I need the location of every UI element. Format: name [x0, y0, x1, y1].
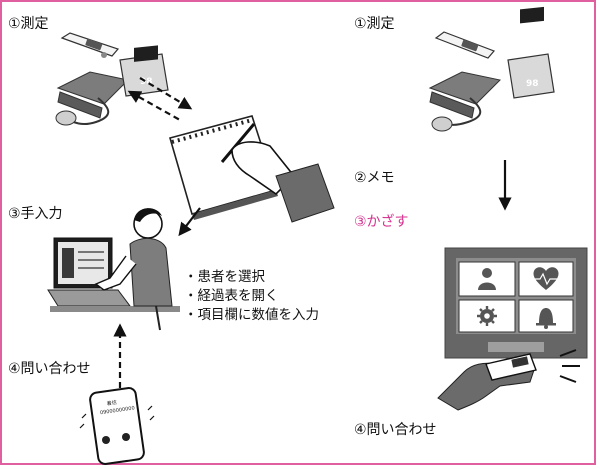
monitor-reading: 98	[140, 77, 153, 87]
blood-pressure-monitor-icon: 98	[55, 45, 169, 126]
left-step-manual-entry-label: ③手入力	[8, 206, 63, 222]
phone-caller: 着信	[106, 399, 117, 407]
thermometer-icon	[434, 31, 496, 59]
nurse-at-laptop-icon	[47, 208, 180, 331]
bullet-enter-values: ・項目欄に数値を入力	[184, 307, 319, 323]
bullet-select-patient: ・患者を選択	[184, 269, 265, 285]
bell-icon	[536, 308, 556, 329]
person-icon	[478, 268, 496, 290]
hand-holding-thermometer-icon	[437, 349, 580, 411]
right-step-memo-label: ②メモ	[354, 170, 395, 186]
left-step-inquiry-label: ④問い合わせ	[8, 361, 91, 377]
tablet-terminal-icon	[444, 247, 588, 359]
blood-pressure-monitor-icon: 98	[428, 6, 555, 132]
gear-icon	[477, 306, 497, 326]
bullet-open-chart: ・経過表を開く	[184, 288, 279, 304]
right-step-measure-label: ①測定	[354, 16, 395, 32]
thermometer-icon	[60, 32, 120, 58]
left-step-measure-label: ①測定	[8, 16, 49, 32]
monitor-reading: 98	[526, 79, 539, 89]
writing-hand-icon	[220, 123, 335, 223]
right-step-inquiry-label: ④問い合わせ	[354, 422, 437, 438]
notepad-icon	[169, 115, 278, 220]
heart-pulse-icon	[533, 267, 559, 290]
smartphone-icon: 着信 09000000000	[79, 387, 155, 465]
right-step-hold-up-label: ③かざす	[354, 214, 409, 230]
phone-number: 09000000000	[100, 405, 135, 416]
